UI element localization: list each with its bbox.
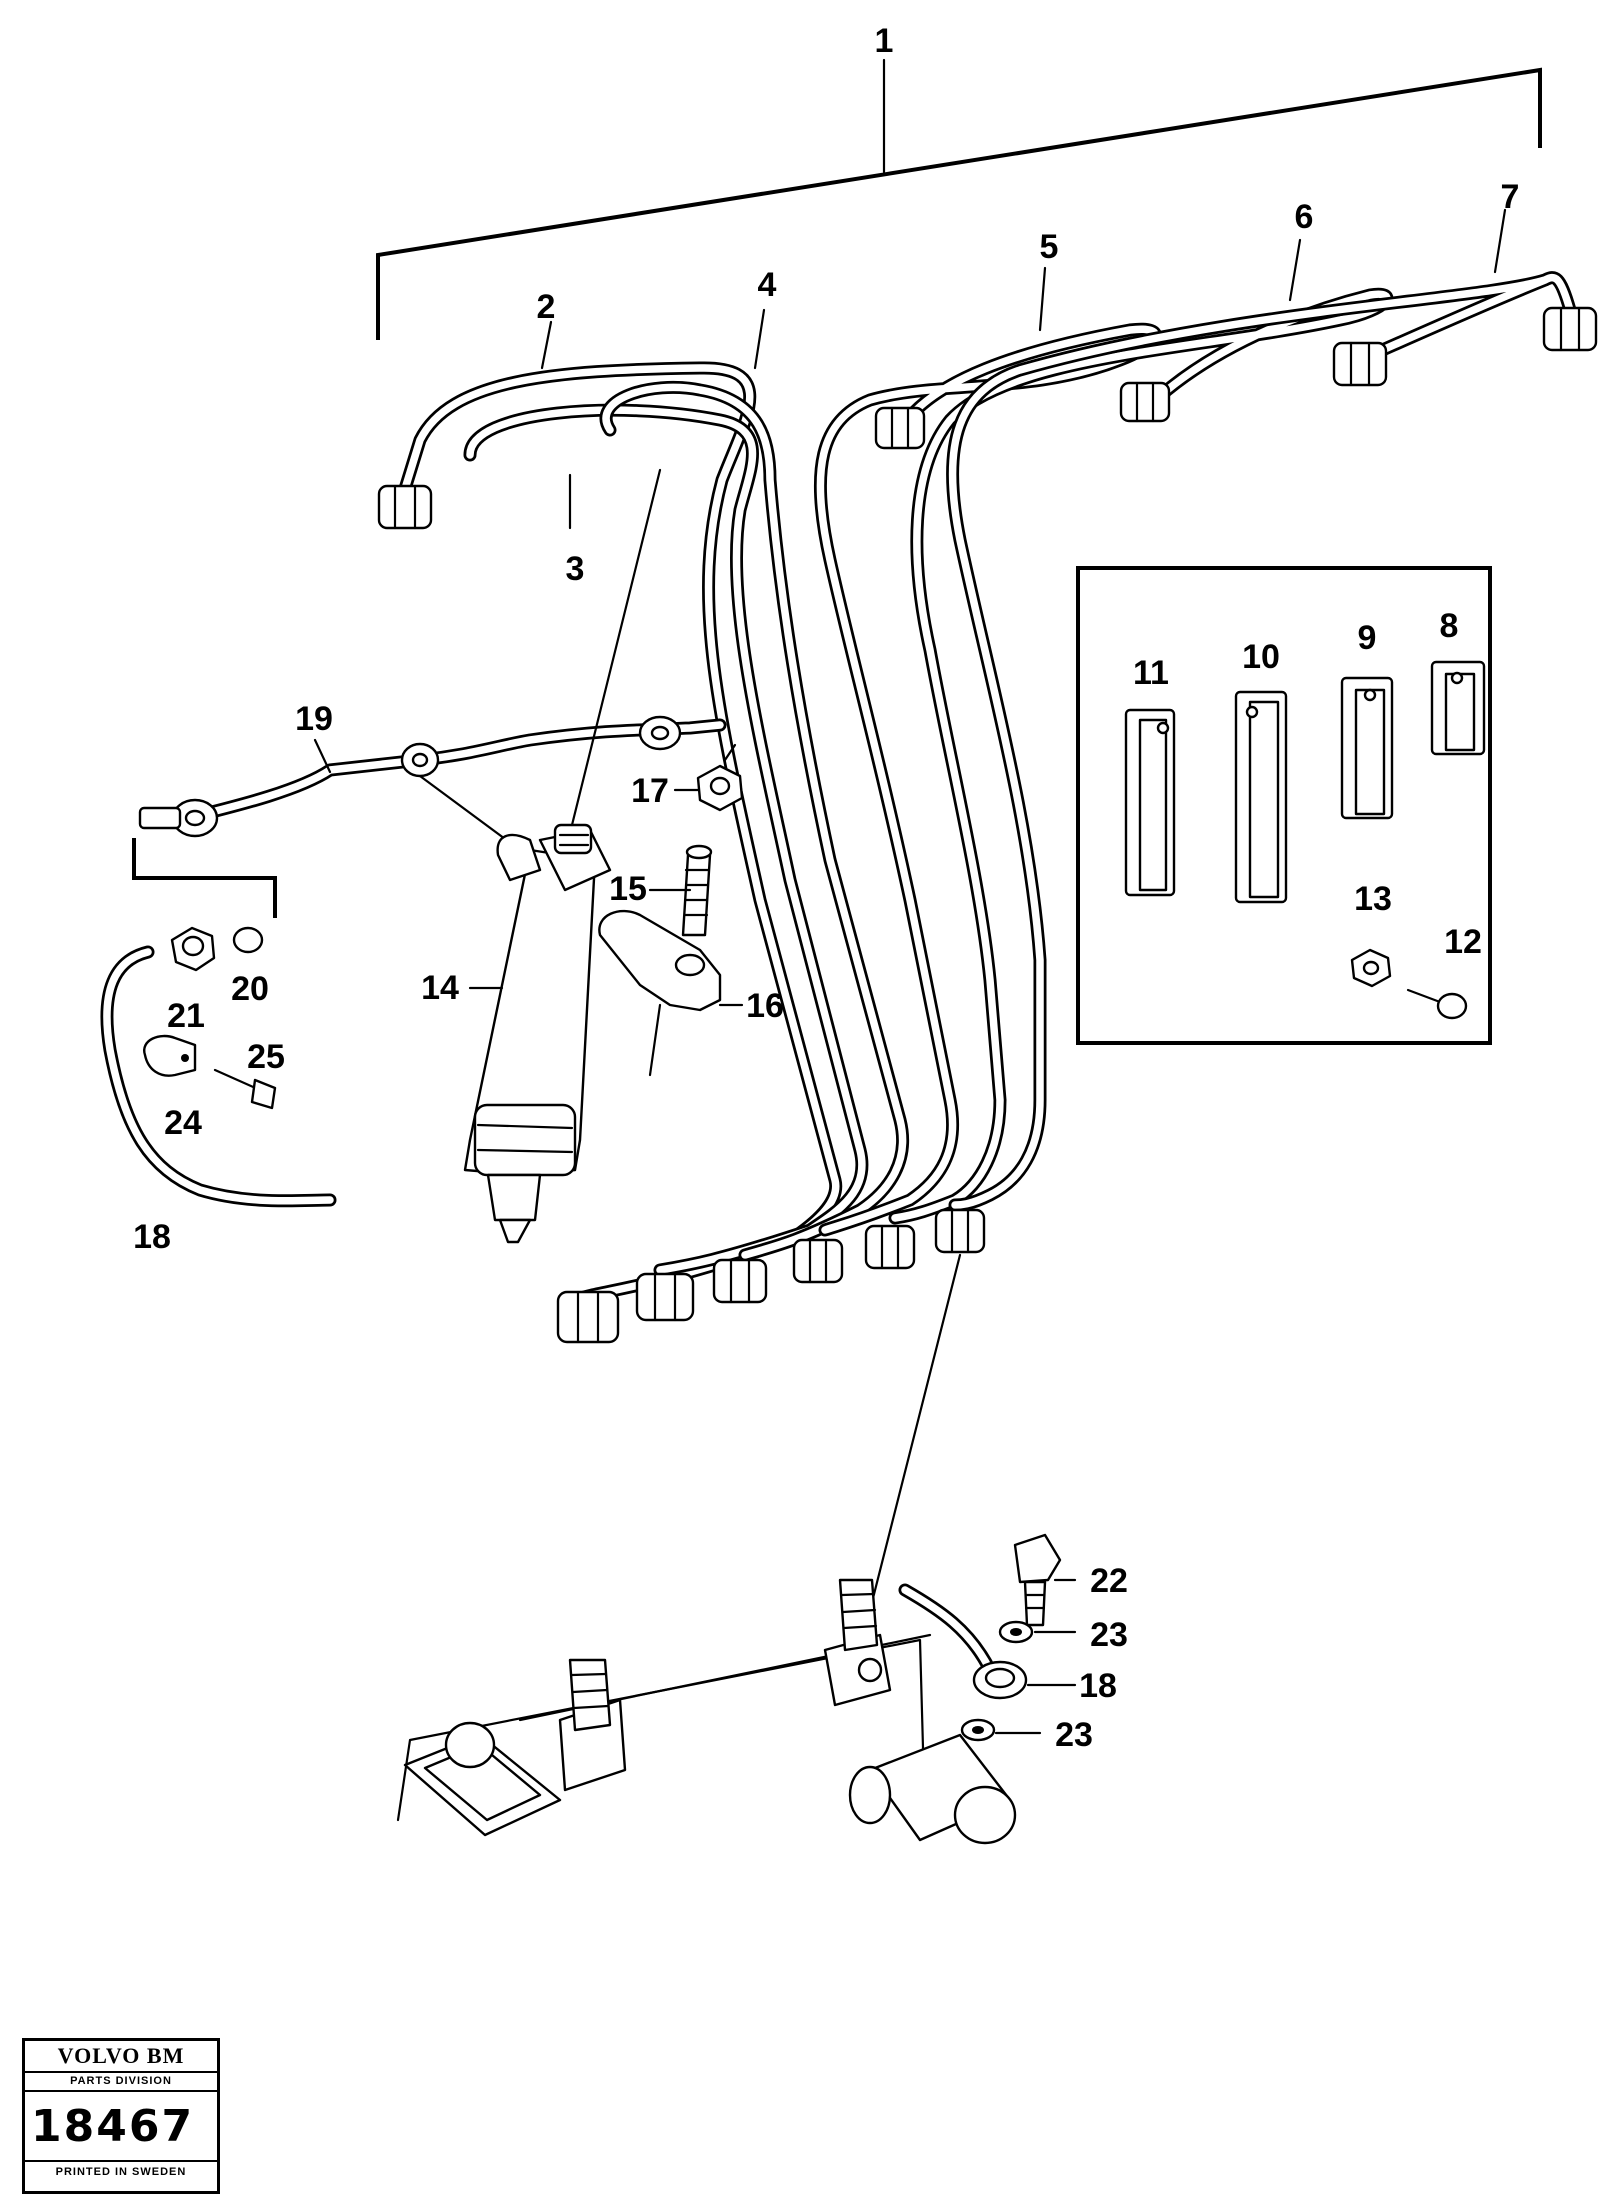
callout-18-banjo: 18	[1079, 1667, 1117, 1705]
callout-10: 10	[1242, 638, 1280, 676]
injection-pipes	[393, 271, 1577, 1307]
callout-24: 24	[164, 1104, 202, 1142]
callout-2: 2	[537, 288, 556, 326]
pipe-clamp-short	[1430, 660, 1486, 756]
pump-assembly	[396, 1253, 1017, 1845]
pipe-clamp-medium	[1234, 690, 1288, 904]
stud	[681, 844, 713, 937]
callout-5: 5	[1040, 228, 1059, 266]
callout-labels: 1 2 3 4 5 6 7 8 9 10 11 12 13 14 15 16 1…	[133, 22, 1519, 1754]
callout-3: 3	[566, 550, 585, 588]
pipe-end-nuts-top	[377, 306, 1598, 530]
callout-12: 12	[1444, 923, 1482, 961]
callout-16: 16	[746, 987, 784, 1025]
callout-14: 14	[421, 969, 459, 1007]
union-nut	[170, 926, 216, 972]
callout-23-lower: 23	[1055, 1716, 1093, 1754]
stamp-brand: VOLVO BM	[25, 2041, 217, 2073]
nozzle-clamp	[598, 909, 722, 1077]
parts-stamp: VOLVO BM PARTS DIVISION 18467 PRINTED IN…	[22, 2038, 220, 2194]
stamp-number: 18467	[25, 2092, 217, 2162]
pipe-clamp-large	[1124, 708, 1176, 897]
inset-screw	[1406, 988, 1468, 1020]
stamp-printed: PRINTED IN SWEDEN	[55, 2166, 187, 2178]
callout-19: 19	[295, 700, 333, 738]
pipe-clamp	[143, 1034, 197, 1077]
callout-15: 15	[609, 870, 647, 908]
callout-20: 20	[231, 970, 269, 1008]
injection-pipe-core	[891, 290, 1391, 1222]
pipe-clamp-small	[1340, 676, 1394, 820]
sealing-washer-lower	[960, 1718, 996, 1742]
banjo-fitting	[898, 1583, 1028, 1700]
callout-9: 9	[1358, 619, 1377, 657]
stamp-division: PARTS DIVISION	[25, 2073, 217, 2092]
clamp-nut	[696, 743, 744, 812]
sealing-washer-upper	[998, 1620, 1034, 1644]
callout-1: 1	[875, 22, 894, 60]
callout-23-upper: 23	[1090, 1616, 1128, 1654]
injection-pipe-core	[602, 383, 907, 1259]
injector	[463, 468, 662, 1244]
callout-21: 21	[167, 997, 205, 1035]
sealing-cap	[232, 926, 264, 954]
clamp-screw	[213, 1068, 277, 1110]
detail-bracket-20-21	[132, 838, 277, 918]
banjo-bolt	[1013, 1533, 1062, 1627]
return-pipe	[100, 945, 337, 1208]
callout-22: 22	[1090, 1562, 1128, 1600]
callout-13: 13	[1354, 880, 1392, 918]
callout-4: 4	[758, 266, 777, 304]
clamp-inset	[1076, 566, 1492, 1045]
callout-18-return-pipe: 18	[133, 1218, 171, 1256]
callout-17: 17	[631, 772, 669, 810]
callout-11: 11	[1133, 654, 1169, 692]
callout-8: 8	[1440, 607, 1459, 645]
injection-pipe-core	[948, 273, 1574, 1209]
inset-nut	[1350, 948, 1392, 988]
leader-lines	[313, 208, 1507, 1735]
callout-25: 25	[247, 1038, 285, 1076]
callout-6: 6	[1295, 198, 1314, 236]
callout-7: 7	[1501, 178, 1520, 216]
injection-pipe-core	[816, 325, 1160, 1234]
pipe-end-nuts-bottom	[556, 1208, 986, 1344]
group-bracket	[376, 58, 1542, 340]
